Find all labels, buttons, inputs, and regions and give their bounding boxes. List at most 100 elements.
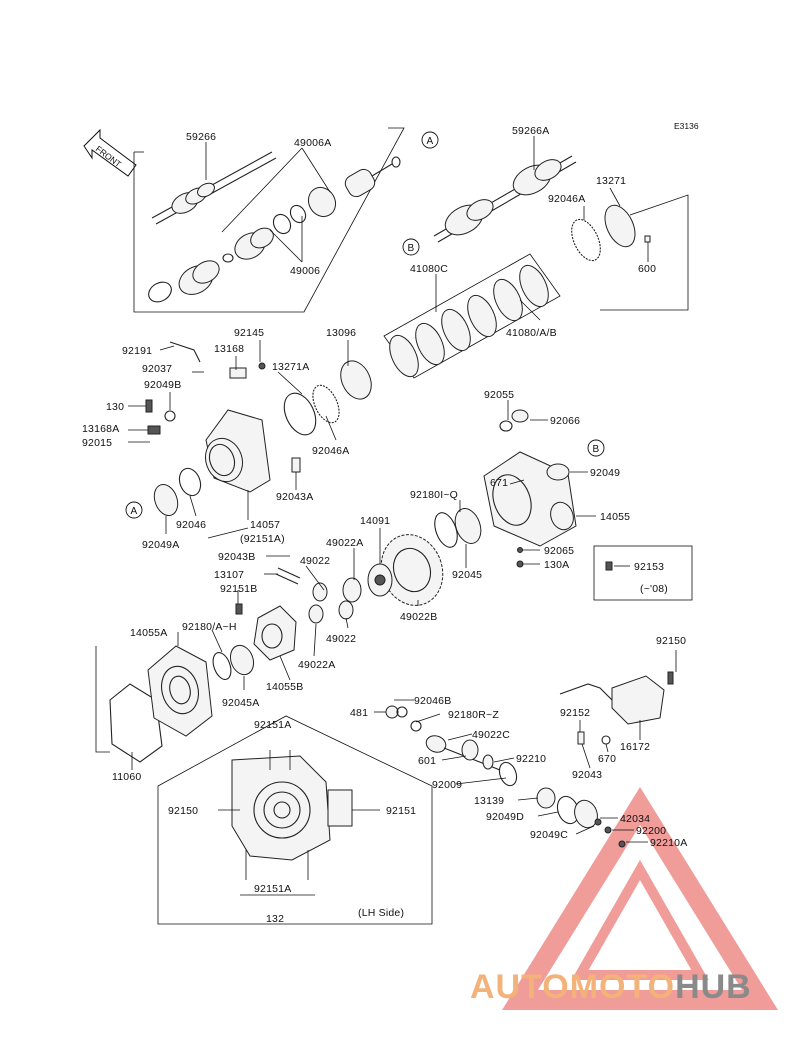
drive-shaft-59266a xyxy=(433,155,577,243)
ring-92046a-top xyxy=(571,204,636,262)
part-label: 92009 xyxy=(432,779,462,791)
part-labels: 59266 49006A 49006 59266A 13271 92046A 6… xyxy=(82,125,687,925)
lh-side-view xyxy=(157,715,433,925)
part-label: 49022B xyxy=(400,611,437,623)
housing-14057 xyxy=(204,409,271,493)
ref-circle-b-bottom: B xyxy=(587,439,605,457)
part-label: 92180I~Q xyxy=(410,489,458,501)
part-label: 92049 xyxy=(590,467,620,479)
part-label: 92046 xyxy=(176,519,206,531)
part-label: 92152 xyxy=(560,707,590,719)
svg-text:A: A xyxy=(427,136,434,147)
shim-92180a xyxy=(212,652,232,680)
part-label: 92150 xyxy=(168,805,198,817)
actuator-16172 xyxy=(559,671,674,725)
part-label: 92045A xyxy=(222,697,259,709)
part-label: 92066 xyxy=(550,415,580,427)
pin-92065 xyxy=(517,547,523,553)
part-label: 92049B xyxy=(144,379,181,391)
part-label: 130 xyxy=(106,401,124,413)
part-label: 92153 xyxy=(634,561,664,573)
ref-circle-a-bottom: A xyxy=(125,501,143,519)
clutch-box-right xyxy=(600,194,689,311)
part-label: 13271 xyxy=(596,175,626,187)
part-label: 49022A xyxy=(298,659,335,671)
part-label: 92180R~Z xyxy=(448,709,499,721)
watermark-brand-a: AUTOMOTO xyxy=(470,968,675,1006)
part-label: 14055A xyxy=(130,627,167,639)
watermark-brand-b: HUB xyxy=(675,968,752,1006)
output-seals xyxy=(556,795,626,848)
part-label: 13107 xyxy=(214,569,244,581)
part-label: 14057 xyxy=(250,519,280,531)
part-label: 92046A xyxy=(312,445,349,457)
front-arrow-icon: FRONT xyxy=(83,128,137,177)
part-label: 92046A xyxy=(548,193,585,205)
plug-600 xyxy=(644,235,651,243)
part-label: 14055B xyxy=(266,681,303,693)
part-label: (~'08) xyxy=(640,583,668,595)
cover-14055a xyxy=(147,645,213,737)
cam-14055b xyxy=(253,605,297,661)
pinion-assembly xyxy=(385,705,556,809)
part-label: 14091 xyxy=(360,515,390,527)
leader-lines xyxy=(128,136,677,843)
part-label: 132 xyxy=(266,913,284,925)
shift-parts-92152 xyxy=(577,731,611,745)
part-label: 130A xyxy=(544,559,569,571)
part-label: 59266A xyxy=(512,125,549,137)
pin-92043a xyxy=(291,457,301,473)
gasket-11060 xyxy=(109,683,163,763)
drive-shaft-59266 xyxy=(151,151,277,225)
part-label: 92145 xyxy=(234,327,264,339)
part-label: 92046B xyxy=(414,695,451,707)
part-label: 42034 xyxy=(620,813,650,825)
diagram-code: E3136 xyxy=(674,121,699,131)
part-label: 49022A xyxy=(326,537,363,549)
part-label: 14055 xyxy=(600,511,630,523)
part-label: 92037 xyxy=(142,363,172,375)
part-label: 13168A xyxy=(82,423,119,435)
seal-92066 xyxy=(511,409,529,423)
shaft-13107 xyxy=(275,567,301,585)
part-label: 92180/A~H xyxy=(182,621,237,633)
ref-circle-b-top: B xyxy=(402,238,420,256)
front-shaft-box xyxy=(133,127,405,313)
ring-13271a xyxy=(283,360,372,436)
watermark-logo xyxy=(502,786,778,1010)
clutch-pack-41080 xyxy=(383,253,561,379)
part-label: 481 xyxy=(350,707,368,719)
seals-lower-left xyxy=(145,399,202,516)
part-label: 49006A xyxy=(294,137,331,149)
part-label: 600 xyxy=(638,263,656,275)
part-label: 92151A xyxy=(254,719,291,731)
part-label: 49006 xyxy=(290,265,320,277)
part-label: 92049A xyxy=(142,539,179,551)
part-label: 92045 xyxy=(452,569,482,581)
part-label: 49022C xyxy=(472,729,510,741)
part-label: 11060 xyxy=(112,771,141,783)
part-label: 92210 xyxy=(516,753,546,765)
part-label: (LH Side) xyxy=(358,907,404,919)
bearing-92045a xyxy=(229,644,255,676)
part-label: 92015 xyxy=(82,437,112,449)
part-label: 92150 xyxy=(656,635,686,647)
bolt-92151a-lead xyxy=(207,527,249,539)
part-label: 92043A xyxy=(276,491,313,503)
part-label: 670 xyxy=(598,753,616,765)
part-label: 13271A xyxy=(272,361,309,373)
differential-14091 xyxy=(367,563,393,597)
part-label: 92200 xyxy=(636,825,666,837)
part-label: 13139 xyxy=(474,795,504,807)
part-label: 92043B xyxy=(218,551,255,563)
cover-box xyxy=(95,646,110,753)
washer-92055 xyxy=(499,420,513,432)
part-label: 13168 xyxy=(214,343,244,355)
vent-hose-92191 xyxy=(169,341,201,363)
sensor-13168 xyxy=(229,362,266,379)
part-label: 41080/A/B xyxy=(506,327,557,339)
svg-text:A: A xyxy=(131,506,138,517)
bearing-92045 xyxy=(454,508,482,544)
